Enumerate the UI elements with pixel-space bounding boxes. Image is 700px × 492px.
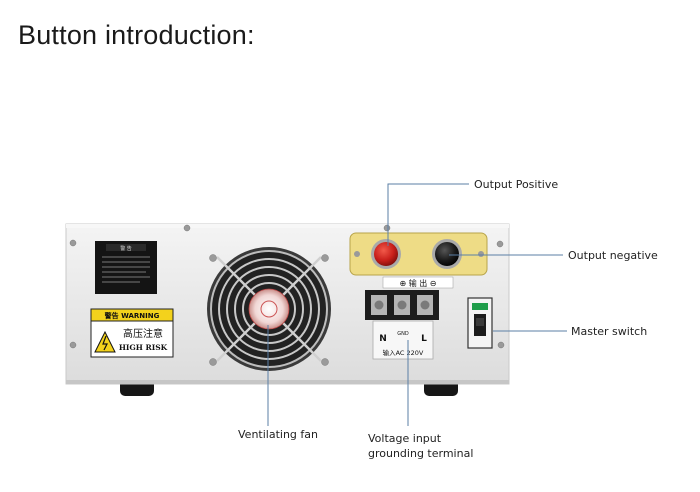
input-label-text: 输入AC 220V: [383, 348, 424, 357]
master-switch: [467, 297, 493, 349]
input-terminal-block: N GND L 输入AC 220V: [365, 290, 439, 360]
terminal-l-text: L: [421, 334, 427, 344]
warning-small-header: 警 告: [120, 245, 132, 252]
warning-en-text: HIGH RISK: [119, 343, 168, 352]
warning-cn-text: 高压注意: [123, 327, 163, 340]
terminal-gnd-text: GND: [397, 331, 409, 337]
output-positive-terminal: [374, 242, 398, 266]
warning-info-label: 警 告: [95, 241, 157, 294]
voltage-input-line2: grounding terminal: [368, 447, 474, 460]
page-title: Button introduction:: [18, 20, 255, 50]
warning-header-text: 警告 WARNING: [105, 311, 160, 320]
screws: [69, 224, 505, 349]
output-terminal-plate: [349, 232, 488, 276]
terminal-n-text: N: [379, 334, 387, 344]
output-negative-label: Output negative: [568, 249, 658, 262]
ventilating-fan: [207, 247, 331, 371]
output-marker-text: ⊕ 输 出 ⊖: [399, 278, 436, 288]
high-risk-warning-sticker: 警告 WARNING 高压注意 HIGH RISK: [90, 308, 174, 358]
voltage-input-label: Voltage input grounding terminal: [368, 431, 473, 461]
output-negative-terminal: [435, 242, 459, 266]
output-positive-label: Output Positive: [474, 178, 559, 191]
ventilating-fan-label: Ventilating fan: [238, 428, 318, 441]
lightning-warning-icon: [94, 330, 116, 353]
master-switch-label: Master switch: [571, 325, 648, 338]
voltage-input-line1: Voltage input: [368, 432, 442, 445]
callout-lines: [267, 183, 567, 426]
